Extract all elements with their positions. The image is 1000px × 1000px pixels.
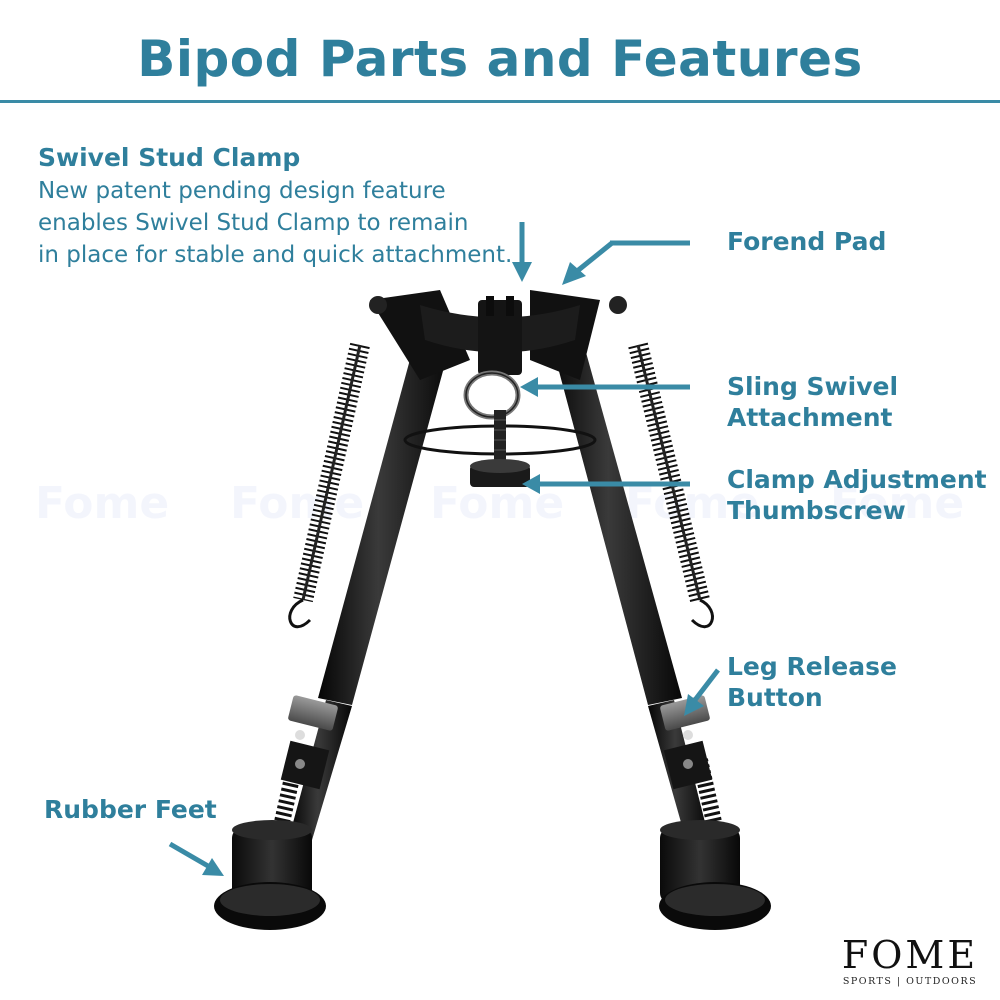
sling-swivel-label: Sling Swivel Attachment: [727, 371, 898, 433]
brand-name: FOME: [841, 933, 979, 977]
description-line: in place for stable and quick attachment…: [38, 242, 513, 268]
right-leg: [548, 330, 771, 930]
arrow-icon: [512, 222, 532, 282]
brand-tagline: SPORTS | OUTDOORS: [842, 976, 978, 987]
arrow-icon: [168, 841, 224, 876]
label-line: Clamp Adjustment: [727, 465, 987, 494]
swivel-stud-clamp-heading: Swivel Stud Clamp: [38, 143, 301, 172]
swivel-stud-clamp-description: New patent pending design feature enable…: [38, 175, 512, 271]
description-line: New patent pending design feature: [38, 178, 446, 204]
arrow-icon: [684, 668, 720, 716]
left-spring: [288, 342, 370, 629]
label-line: Thumbscrew: [727, 496, 906, 525]
forend-pad-label: Forend Pad: [727, 227, 887, 256]
title-divider: [0, 100, 1000, 103]
label-line: Leg Release: [727, 652, 897, 681]
label-line: Button: [727, 683, 823, 712]
rubber-feet-label: Rubber Feet: [44, 795, 217, 824]
clamp-thumbscrew-label: Clamp Adjustment Thumbscrew: [727, 464, 987, 526]
brand-logo: FOME SPORTS | OUTDOORS: [830, 935, 990, 989]
watermark: Fome: [230, 478, 365, 529]
leg-release-label: Leg Release Button: [727, 651, 897, 713]
watermark: Fome: [830, 478, 965, 529]
label-line: Sling Swivel: [727, 372, 899, 401]
watermark: Fome: [35, 478, 170, 529]
arrow-icon: [520, 377, 690, 397]
page-title: Bipod Parts and Features: [137, 30, 863, 88]
left-leg: [214, 330, 452, 930]
arrow-icon: [562, 240, 690, 285]
arrow-icon: [522, 474, 690, 494]
swivel-stud-clamp: [403, 296, 597, 487]
description-line: enables Swivel Stud Clamp to remain: [38, 210, 469, 236]
label-line: Attachment: [727, 403, 893, 432]
